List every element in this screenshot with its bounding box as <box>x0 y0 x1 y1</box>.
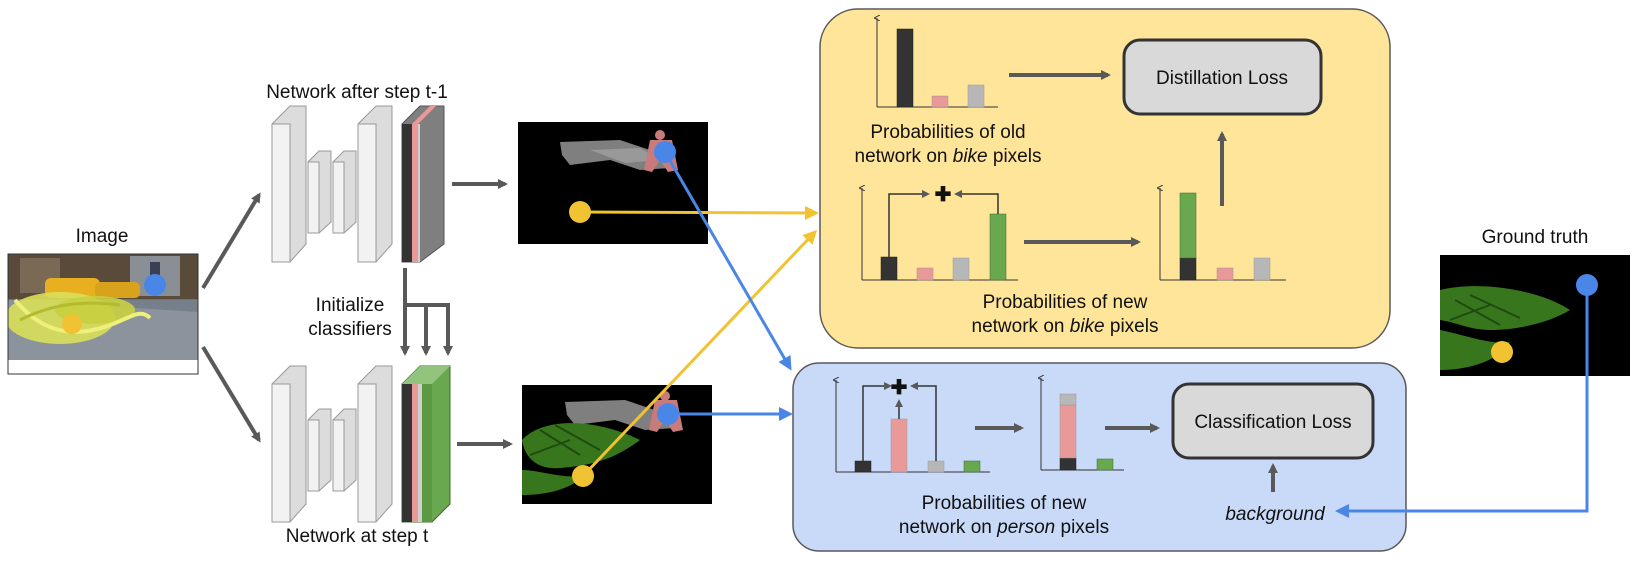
bar-merged-car <box>1253 257 1271 281</box>
classification-loss-label: Classification Loss <box>1194 412 1351 433</box>
input-image <box>8 254 198 360</box>
chart-merged-bike <box>1160 188 1286 281</box>
bar-new-person <box>916 267 934 281</box>
arrow-image-to-prev-network <box>201 192 261 290</box>
chart-new-person <box>836 380 990 473</box>
network-curr-label: Network at step t <box>286 526 429 547</box>
bar-old-car <box>967 84 985 108</box>
new-bike-caption-line2: network on bike pixels <box>972 316 1159 337</box>
bar-new-bike <box>989 213 1007 281</box>
new-bike-caption-line1: Probabilities of new <box>983 292 1148 313</box>
segmentation-new <box>522 385 712 504</box>
ground-truth-label: Ground truth <box>1482 227 1589 248</box>
new-person-caption-line2: network on person pixels <box>899 517 1109 538</box>
image-label: Image <box>76 226 129 247</box>
plus-sign-bike: ✚ <box>935 184 952 206</box>
network-curr <box>271 365 451 523</box>
plus-sign-person: ✚ <box>891 377 908 399</box>
image-person-point <box>144 274 166 296</box>
bar-mergedp-background <box>1059 457 1077 471</box>
chart-old-bike <box>877 18 998 108</box>
classification-loss-box <box>1171 382 1375 460</box>
chart-new-bike <box>862 188 1018 281</box>
bar-new-background <box>880 256 898 281</box>
bar-old-background <box>896 28 914 108</box>
old-bike-caption-line2: network on bike pixels <box>855 146 1042 167</box>
ground-truth-image <box>1440 255 1630 376</box>
segmentation-old <box>518 122 708 244</box>
old-bike-caption-line1: Probabilities of old <box>870 122 1025 143</box>
bar-mergedp-car <box>1059 393 1077 406</box>
bar-person-background <box>854 460 872 473</box>
bar-person-person <box>890 418 908 473</box>
init-classifier-arrows <box>400 268 453 356</box>
bar-mergedp-bike <box>1096 458 1114 471</box>
yellow-arrow-old-bike <box>579 205 819 220</box>
bar-person-bike <box>963 460 981 473</box>
bar-merged-person <box>1216 267 1234 281</box>
network-prev <box>271 105 445 263</box>
network-prev-label: Network after step t-1 <box>266 82 448 103</box>
distillation-loss-box <box>1122 38 1323 116</box>
blue-arrow-ground-truth-background <box>1335 285 1589 518</box>
image-bike-point <box>62 314 82 334</box>
distillation-loss-label: Distillation Loss <box>1156 68 1288 89</box>
chart-merged-person <box>1041 378 1124 471</box>
bar-merged-bike <box>1179 192 1197 259</box>
gt-bike-point <box>1491 341 1513 363</box>
yellow-arrow-new-bike <box>581 229 818 478</box>
blue-arrow-old-person <box>663 151 792 371</box>
bar-merged-background <box>1179 257 1197 281</box>
bar-mergedp-person <box>1059 404 1077 459</box>
bar-old-person <box>931 95 949 108</box>
background-label: background <box>1225 504 1326 525</box>
init-label-line2: classifiers <box>308 319 391 340</box>
new-person-caption-line1: Probabilities of new <box>922 493 1087 514</box>
arrow-image-to-curr-network <box>201 345 261 443</box>
bar-new-car <box>952 257 970 281</box>
bar-person-car <box>927 460 945 473</box>
init-label-line1: Initialize <box>316 295 385 316</box>
